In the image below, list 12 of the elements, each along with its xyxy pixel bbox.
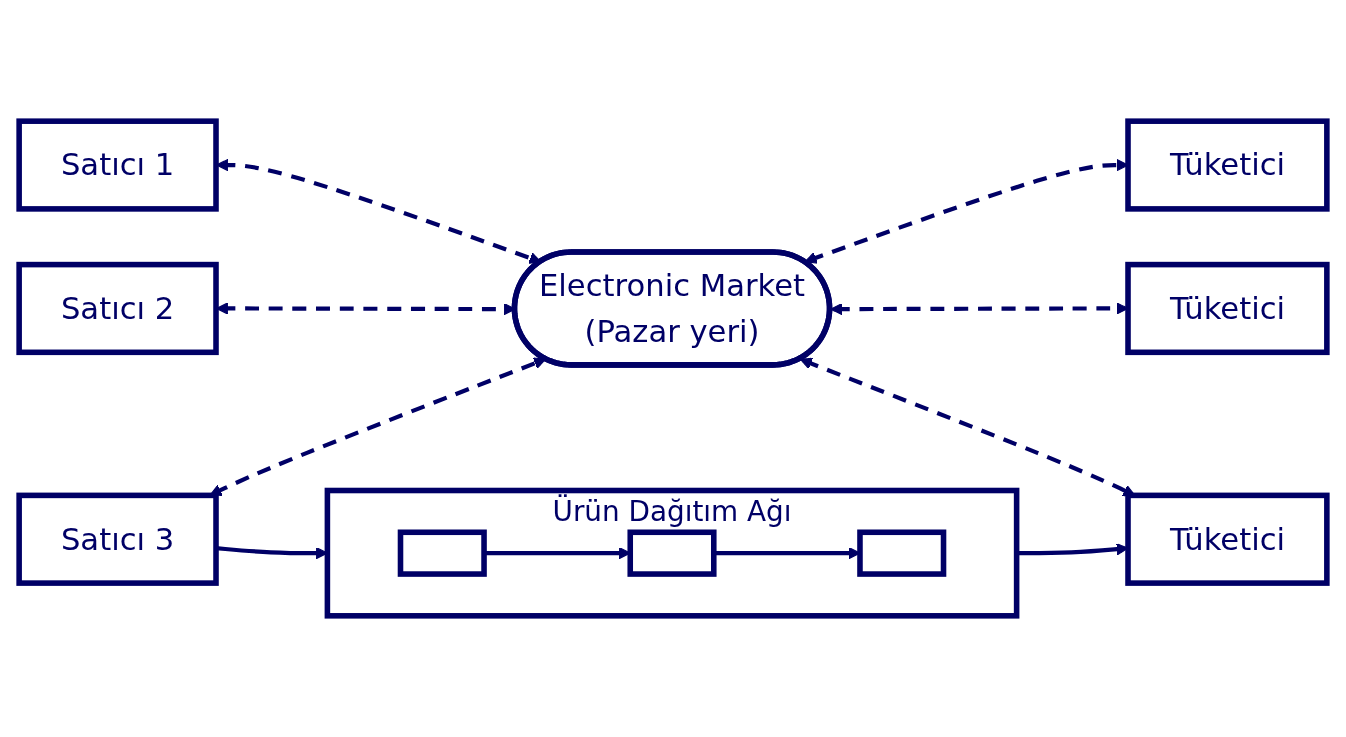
node-box: Satıcı 3	[16, 492, 219, 586]
node-box: Tüketici	[1125, 492, 1330, 586]
node-box	[397, 529, 487, 577]
node-box: Satıcı 1	[16, 118, 219, 212]
node-box: Satıcı 2	[16, 261, 219, 356]
arrow	[209, 357, 547, 496]
cluster: Ürün Dağıtım Ağı	[324, 487, 1020, 619]
arrow	[799, 357, 1136, 497]
node-box	[627, 529, 717, 577]
node-box	[857, 529, 947, 577]
node-box: Tüketici	[1125, 261, 1330, 356]
node-box: Tüketici	[1125, 118, 1330, 212]
